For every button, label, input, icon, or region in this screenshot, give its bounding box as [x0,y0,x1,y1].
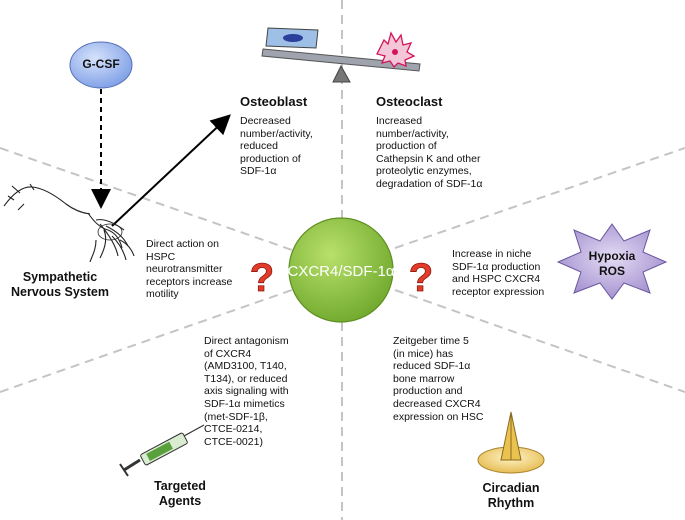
syringe-icon [119,424,205,477]
divider-lower-left [0,289,293,393]
osteoblast-title: Osteoblast [240,94,308,109]
divider-upper-left [0,147,293,251]
gcsf-node [69,41,133,89]
hypoxia-burst [556,223,668,300]
osteoblast-text: Decreased number/activity, reduced produ… [240,115,313,178]
seesaw-icon [261,27,421,83]
niche-text: Increase in niche SDF-1α production and … [452,248,545,298]
sns-to-osteoblast-arrow [111,114,231,227]
neuron-icon [3,183,135,263]
osteoclast-title: Osteoclast [376,94,443,109]
osteoclast-text: Increased number/activity, production of… [376,115,483,190]
question-mark-right: ? [409,256,433,300]
targeted-text: Direct antagonism of CXCR4 (AMD3100, T14… [204,335,289,448]
circadian-text: Zeitgeber time 5 (in mice) has reduced S… [393,335,484,423]
divider-lower-right [394,289,685,393]
divider-upper-right [394,147,685,249]
question-mark-left: ? [250,256,274,300]
sympathetic-title: Sympathetic Nervous System [11,270,109,299]
hypoxia-label: Hypoxia ROS [588,249,636,278]
targeted-title: Targeted Agents [154,479,206,508]
circadian-title: Circadian Rhythm [482,481,540,510]
sympathetic-text: Direct action on HSPC neurotransmitter r… [146,238,233,301]
sundial-icon [477,411,545,474]
center-node [288,217,394,323]
gcsf-label: G-CSF [82,57,120,71]
center-label: CXCR4/SDF-1α [287,263,394,280]
